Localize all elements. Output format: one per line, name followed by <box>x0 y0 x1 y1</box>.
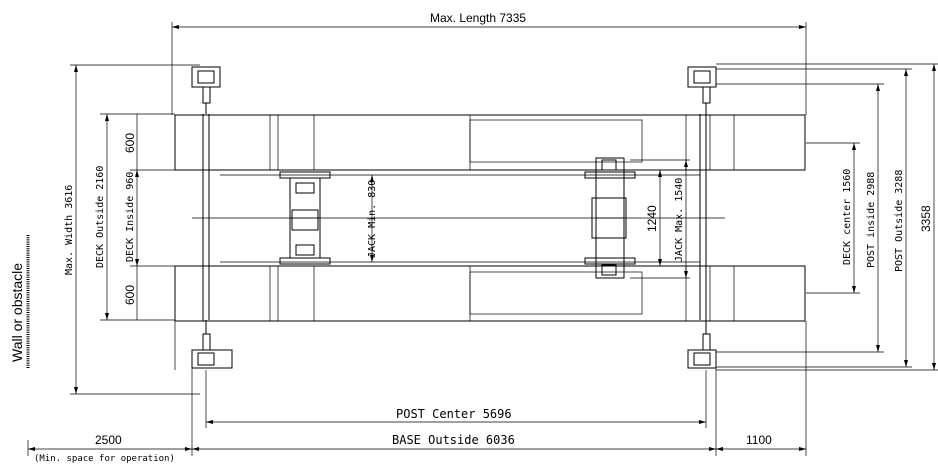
jack-min-label: JACK Min. 830 <box>367 180 378 258</box>
dim-2500-dimension <box>27 440 192 456</box>
base-outside-label: BASE Outside 6036 <box>392 433 515 447</box>
dim-3358-dimension <box>716 63 938 371</box>
extension-lines <box>174 321 807 370</box>
jack-left <box>279 171 331 265</box>
dim-3358-label: 3358 <box>919 205 933 232</box>
dim-1100-dimension <box>716 370 807 456</box>
base-outside-dimension <box>191 368 717 456</box>
deck-outside-label: DECK Outside 2160 <box>95 166 106 268</box>
top-deck <box>174 114 806 171</box>
deck-outside-dimension <box>100 113 175 321</box>
dim-1100-label: 1100 <box>746 433 772 447</box>
top-600-label: 600 <box>123 133 137 153</box>
post-outside-label: POST Outside 3288 <box>894 170 905 272</box>
max-width-dimension <box>70 64 200 395</box>
bottom-600-label: 600 <box>123 285 137 305</box>
post-outside-dimension <box>716 68 912 368</box>
post-bottom-left <box>191 320 233 369</box>
jack-right <box>584 157 636 279</box>
jack-min-dimension <box>370 175 374 262</box>
post-inside-dimension <box>716 83 884 353</box>
post-center-dimension <box>205 370 707 428</box>
dim-1240-dimension <box>658 170 662 266</box>
max-length-dimension <box>171 22 807 115</box>
wall-label: Wall or obstacle <box>9 263 25 362</box>
post-center-label: POST Center 5696 <box>396 407 512 421</box>
dim-2500-label: 2500 <box>95 433 122 447</box>
min-space-label: (Min. space for operation) <box>34 454 175 464</box>
post-inside-label: POST inside 2988 <box>866 172 877 268</box>
dim-1240-label: 1240 <box>645 205 659 232</box>
deck-inside-label: DECK Inside 960 <box>125 172 136 262</box>
bottom-deck <box>174 265 806 322</box>
max-length-label: Max. Length 7335 <box>430 11 526 25</box>
deck-center-label: DECK center 1560 <box>842 169 853 265</box>
deck-center-dimension <box>806 142 860 294</box>
post-top-right <box>687 66 717 114</box>
deck-inside-dimension <box>130 114 175 320</box>
jack-max-label: JACK Max. 1540 <box>674 178 685 262</box>
jack-max-dimension <box>630 159 690 279</box>
max-width-label: Max. Width 3616 <box>64 185 75 275</box>
post-bottom-right <box>687 320 717 369</box>
post-columns <box>202 114 707 320</box>
post-top-left <box>191 66 221 114</box>
inner-frame <box>192 174 725 263</box>
